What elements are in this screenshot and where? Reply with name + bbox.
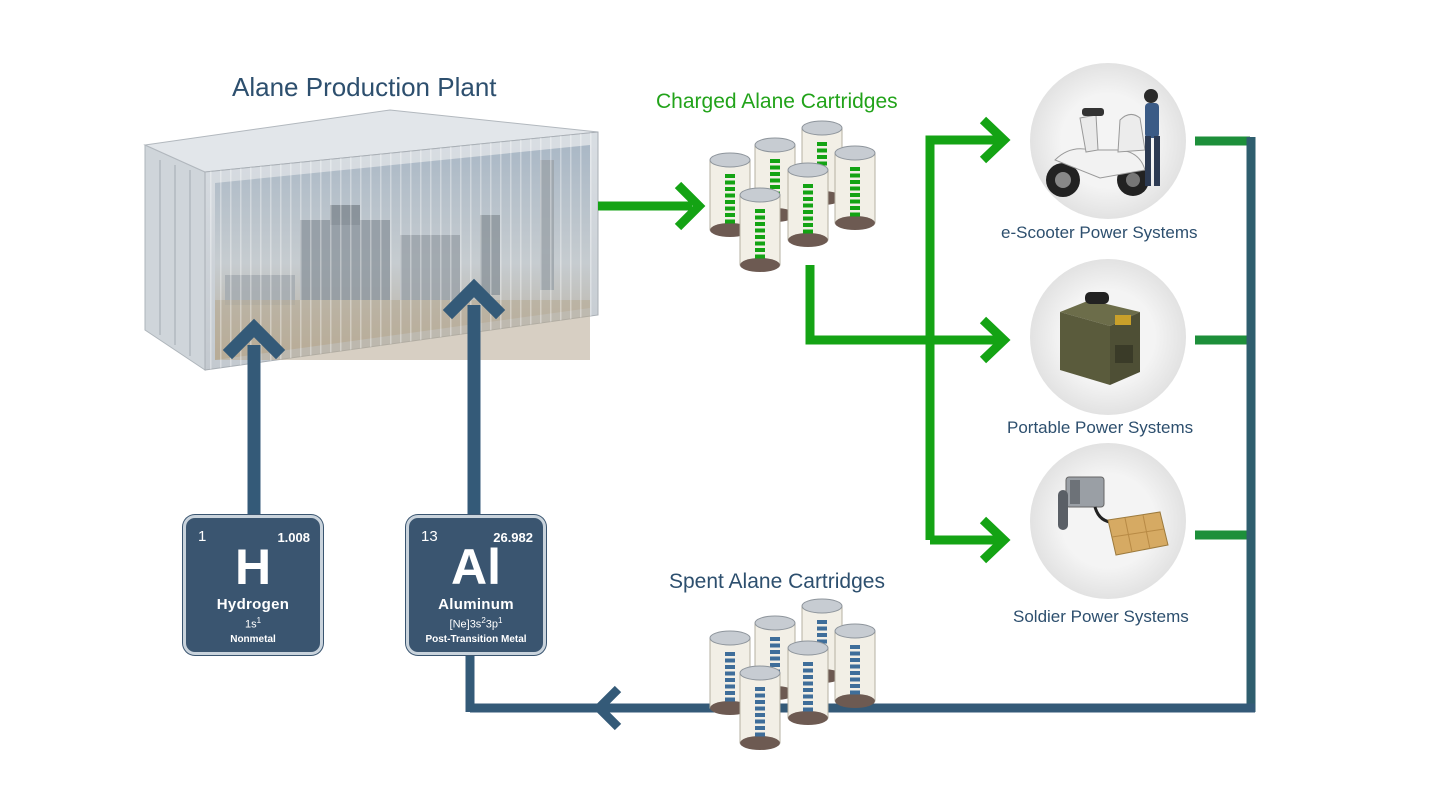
- aluminum-mass: 26.982: [493, 530, 533, 545]
- portable-power-illustration: [1060, 292, 1140, 385]
- hydrogen-number: 1: [198, 528, 207, 545]
- escooter-label: e-Scooter Power Systems: [1001, 223, 1198, 242]
- aluminum-config: [Ne]3s23p1: [449, 616, 503, 631]
- soldier-power-illustration: [1058, 476, 1169, 556]
- portable-label: Portable Power Systems: [1007, 418, 1194, 437]
- aluminum-number: 13: [421, 528, 438, 545]
- soldier-label: Soldier Power Systems: [1013, 607, 1189, 626]
- spent-cartridge: [834, 623, 876, 708]
- aluminum-feed-arrow: [442, 278, 506, 515]
- charged-cartridge: [787, 162, 829, 247]
- plant-title: Alane Production Plant: [232, 72, 497, 102]
- return-path: [465, 136, 1256, 731]
- charged-title: Charged Alane Cartridges: [656, 90, 898, 113]
- spent-title: Spent Alane Cartridges: [669, 570, 885, 593]
- spent-cartridges-group: [709, 598, 876, 750]
- aluminum-category: Post-Transition Metal: [425, 634, 527, 645]
- distribution-arrows: [805, 116, 1011, 564]
- charged-cartridge: [739, 187, 781, 272]
- hydrogen-symbol: H: [234, 539, 272, 595]
- plant-to-cartridges-arrow: [598, 181, 706, 231]
- aluminum-name: Aluminum: [438, 596, 514, 613]
- escooter-illustration: [1046, 89, 1160, 197]
- hydrogen-name: Hydrogen: [216, 596, 290, 613]
- charged-cartridge: [834, 145, 876, 230]
- hydrogen-element-tile: 1 1.008 H Hydrogen 1s1 Nonmetal: [183, 515, 323, 655]
- escooter-image-circle: [1030, 63, 1186, 219]
- hydrogen-category: Nonmetal: [230, 634, 276, 645]
- production-plant-container: [143, 109, 599, 371]
- spent-cartridge: [787, 640, 829, 725]
- aluminum-element-tile: 13 26.982 Al Aluminum [Ne]3s23p1 Post-Tr…: [406, 515, 546, 655]
- spent-cartridge: [739, 665, 781, 750]
- hydrogen-mass: 1.008: [277, 530, 310, 545]
- hydrogen-feed-arrow: [222, 318, 286, 515]
- charged-cartridge: [709, 152, 751, 237]
- hydrogen-config: 1s1: [244, 616, 262, 631]
- charged-cartridges-group: [709, 120, 876, 272]
- aluminum-symbol: Al: [451, 539, 501, 595]
